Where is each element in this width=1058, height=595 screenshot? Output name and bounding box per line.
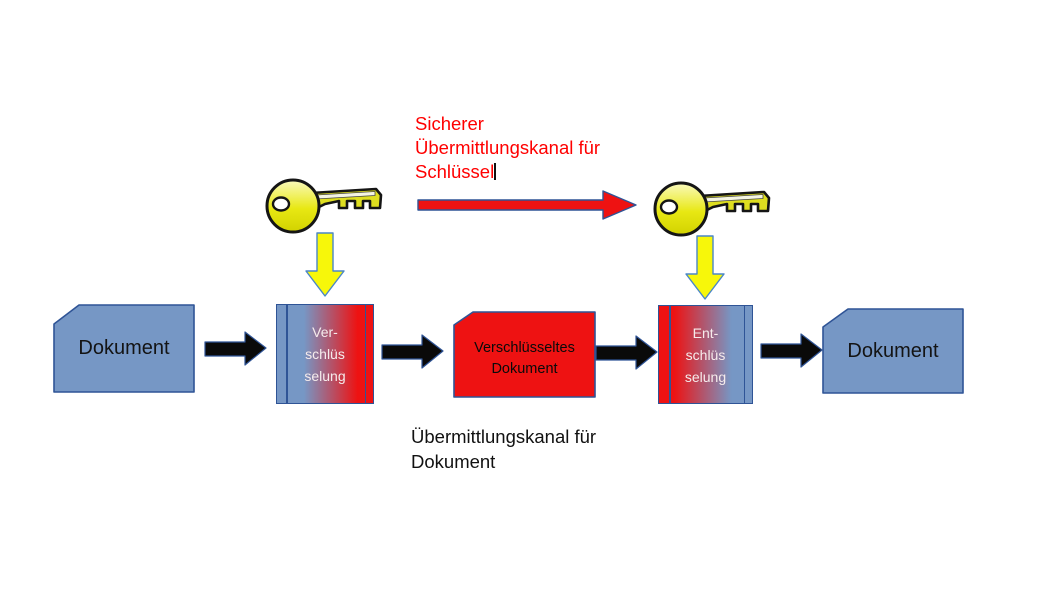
key-icon (653, 181, 771, 237)
node-label: Dokument (78, 337, 170, 359)
node-label: Dokument (847, 339, 939, 362)
node-encryption[interactable]: Ver- schlüs selung (276, 304, 374, 404)
node-label-line: Verschlüsseltes (474, 339, 575, 356)
document-shape (53, 304, 195, 393)
document-channel-label-line: Dokument (411, 451, 496, 472)
node-encrypted-document[interactable]: Verschlüsseltes Dokument (453, 311, 596, 398)
secure-channel-heading-line: Sicherer (415, 113, 484, 134)
node-decryption[interactable]: Ent- schlüs selung (658, 305, 753, 404)
node-label-line: Ent- (692, 324, 719, 341)
secure-channel-heading-line: Übermittlungskanal für (415, 137, 601, 158)
process-inner-line (669, 306, 671, 403)
node-label-line: selung (684, 368, 727, 385)
flow-arrow (595, 335, 658, 370)
document-shape (822, 308, 964, 394)
down-arrow-icon (685, 235, 725, 300)
node-source-document[interactable]: Dokument (53, 304, 195, 393)
node-label-line: selung (304, 368, 346, 384)
key-icon (265, 178, 383, 234)
node-label-line: schlüs (305, 346, 345, 362)
node-label-line: schlüs (685, 346, 726, 363)
text-cursor (494, 163, 497, 180)
document-channel-label: Übermittlungskanal für Dokument (411, 424, 596, 474)
process-inner-line (743, 306, 745, 403)
secure-channel-arrow (417, 190, 637, 220)
document-channel-label-line: Übermittlungskanal für (411, 426, 597, 447)
flow-arrow (760, 333, 823, 368)
process-inner-line (286, 305, 288, 403)
flow-arrow (204, 331, 267, 366)
node-label-line: Ver- (312, 324, 338, 340)
process-inner-line (364, 305, 366, 403)
node-label-line: Dokument (491, 360, 558, 377)
node-target-document[interactable]: Dokument (822, 308, 964, 394)
flow-arrow (381, 334, 444, 369)
node-label: Verschlüsseltes Dokument (453, 311, 596, 398)
document-shape (453, 311, 596, 398)
down-arrow-icon (305, 232, 345, 297)
secure-channel-heading-line: Schlüssel (415, 161, 497, 182)
secure-channel-heading: Sicherer Übermittlungskanal für Schlüsse… (415, 112, 695, 184)
